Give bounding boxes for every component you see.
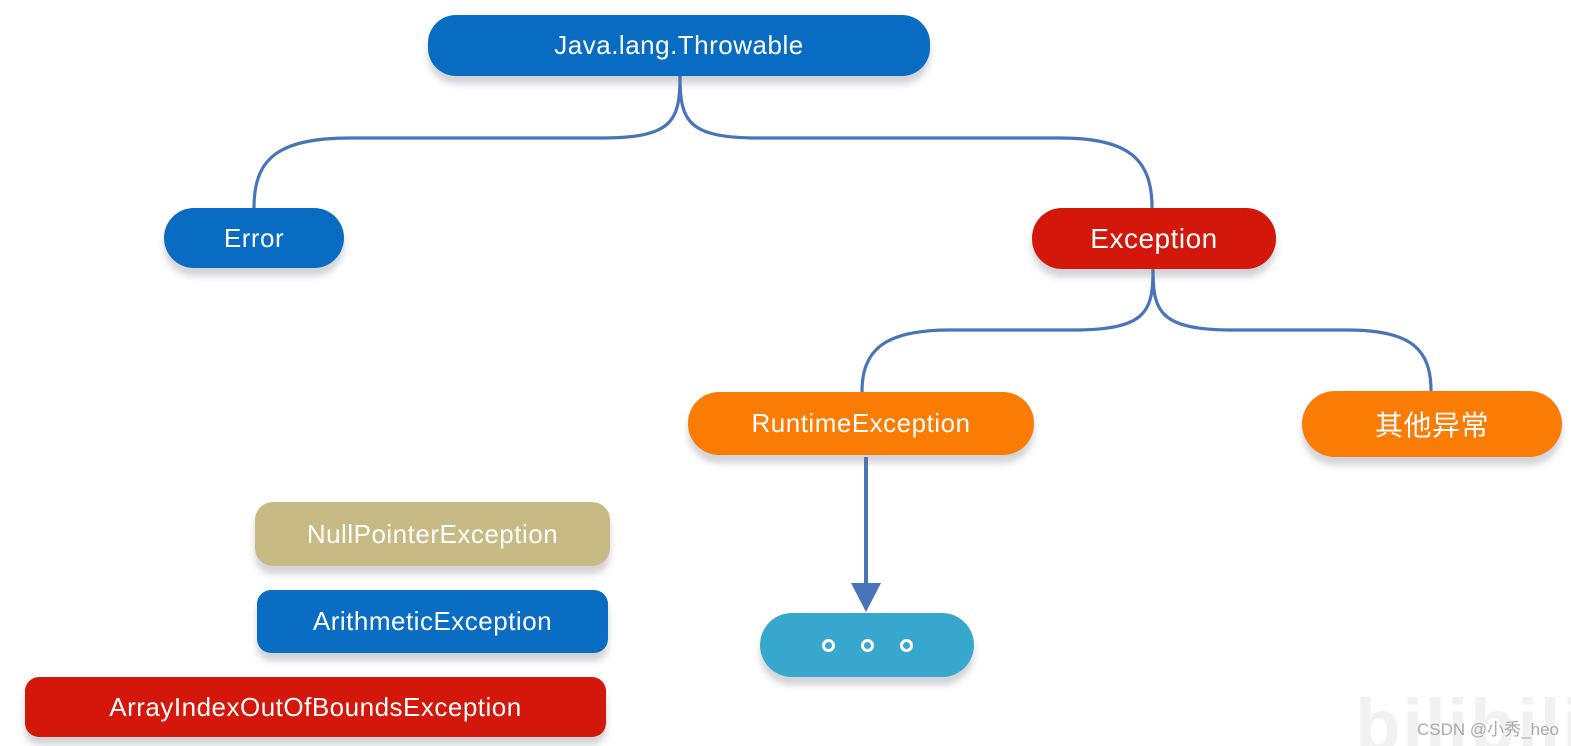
csdn-watermark: CSDN @小秀_heo	[1417, 720, 1559, 739]
edge-throwable-error	[252, 74, 682, 210]
node-exception-label: Exception	[1090, 222, 1218, 254]
node-ellipsis	[760, 613, 974, 677]
node-arrayindexoutofbounds-exception: ArrayIndexOutOfBoundsException	[25, 677, 606, 737]
node-runtime-exception-label: RuntimeException	[751, 408, 971, 438]
node-nullpointer-exception: NullPointerException	[255, 502, 610, 566]
edge-exception-other	[1151, 268, 1433, 393]
node-arrayindexoutofbounds-exception-label: ArrayIndexOutOfBoundsException	[109, 691, 522, 722]
ellipsis-dot-icon	[821, 638, 835, 652]
node-other-exception-label: 其他异常	[1374, 410, 1489, 441]
node-nullpointer-exception-label: NullPointerException	[306, 518, 559, 549]
edge-exception-runtime	[860, 268, 1155, 394]
node-error-label: Error	[223, 222, 285, 253]
node-error: Error	[164, 208, 344, 268]
ellipsis-dot-icon	[899, 638, 913, 652]
node-arithmetic-exception: ArithmeticException	[257, 590, 608, 653]
edge-throwable-exception	[678, 74, 1154, 210]
node-exception: Exception	[1032, 208, 1276, 269]
node-other-exception: 其他异常	[1302, 391, 1562, 457]
node-arithmetic-exception-label: ArithmeticException	[312, 606, 553, 636]
ellipsis-dot-icon	[860, 638, 874, 652]
bilibili-watermark: bilibili	[1355, 684, 1571, 746]
node-throwable: Java.lang.Throwable	[428, 15, 930, 76]
arrowhead-icon	[851, 583, 881, 612]
node-throwable-label: Java.lang.Throwable	[554, 30, 804, 60]
node-runtime-exception: RuntimeException	[688, 392, 1034, 455]
